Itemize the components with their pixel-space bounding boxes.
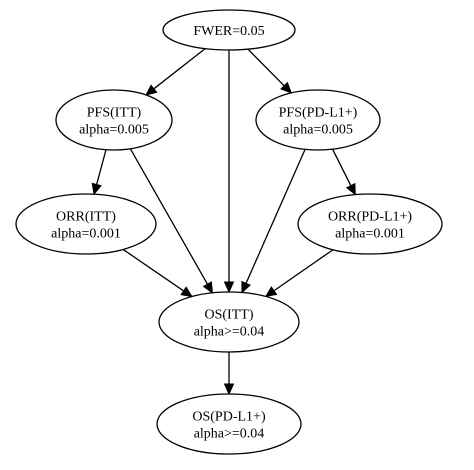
node-title: PFS(PD-L1+) — [279, 106, 358, 121]
node-os-pd-l1: OS(PD-L1+) alpha>=0.04 — [156, 393, 302, 455]
edge-line — [331, 148, 352, 186]
arrowhead-icon — [91, 182, 102, 196]
arrowhead-icon — [345, 182, 356, 196]
node-title: OS(ITT) — [205, 308, 254, 323]
edges — [91, 48, 356, 396]
arrowhead-icon — [202, 281, 214, 294]
node-ellipse — [162, 9, 296, 51]
edge-fwer-to-os-itt — [223, 50, 235, 294]
node-ellipse — [158, 291, 300, 353]
edge-line — [129, 148, 209, 285]
arrowhead-icon — [223, 383, 235, 396]
edge-fwer-to-pfs-pdl1 — [247, 48, 293, 94]
node-alpha: alpha>=0.04 — [194, 325, 265, 340]
node-pfs-itt: PFS(ITT) alpha=0.005 — [55, 89, 173, 151]
node-pfs-pd-l1: PFS(PD-L1+) alpha=0.005 — [255, 89, 381, 151]
edge-line — [153, 48, 206, 90]
edge-pfs-pdl1-to-os-itt — [241, 149, 306, 294]
node-ellipse — [15, 193, 157, 255]
edge-line — [122, 248, 185, 292]
edge-line — [95, 149, 107, 185]
arrowhead-icon — [223, 281, 235, 294]
node-title: ORR(PD-L1+) — [328, 210, 412, 225]
edge-line — [245, 149, 306, 284]
edge-line — [247, 48, 285, 87]
node-orr-itt: ORR(ITT) alpha=0.001 — [15, 193, 157, 255]
node-orr-pd-l1: ORR(PD-L1+) alpha=0.001 — [297, 193, 443, 255]
node-alpha: alpha=0.005 — [79, 123, 149, 138]
node-alpha: alpha=0.005 — [283, 123, 353, 138]
node-ellipse — [255, 89, 381, 151]
node-ellipse — [297, 193, 443, 255]
edge-pfs-itt-to-os-itt — [129, 148, 214, 294]
node-alpha: alpha=0.001 — [335, 227, 405, 242]
arrowhead-icon — [280, 81, 293, 94]
edge-orr-itt-to-os-itt — [122, 248, 193, 298]
edge-line — [273, 249, 334, 292]
edge-fwer-to-pfs-itt — [145, 48, 206, 96]
node-title: OS(PD-L1+) — [192, 410, 266, 425]
edge-pfs-pdl1-to-orr-pdl1 — [331, 148, 356, 196]
node-title: ORR(ITT) — [56, 210, 116, 225]
edge-pfs-itt-to-orr-itt — [91, 149, 107, 196]
node-title: PFS(ITT) — [87, 106, 142, 121]
node-ellipse — [156, 393, 302, 455]
arrowhead-icon — [145, 84, 158, 96]
edge-orr-pdl1-to-os-itt — [264, 249, 334, 298]
node-ellipse — [55, 89, 173, 151]
arrowhead-icon — [264, 286, 278, 298]
arrowhead-icon — [241, 280, 252, 294]
node-os-itt: OS(ITT) alpha>=0.04 — [158, 291, 300, 353]
node-title: FWER=0.05 — [193, 24, 264, 39]
edge-os-itt-to-os-pdl1 — [223, 352, 235, 396]
node-fwer: FWER=0.05 — [162, 9, 296, 51]
node-alpha: alpha=0.001 — [51, 227, 121, 242]
arrowhead-icon — [180, 286, 193, 298]
node-alpha: alpha>=0.04 — [194, 427, 265, 442]
